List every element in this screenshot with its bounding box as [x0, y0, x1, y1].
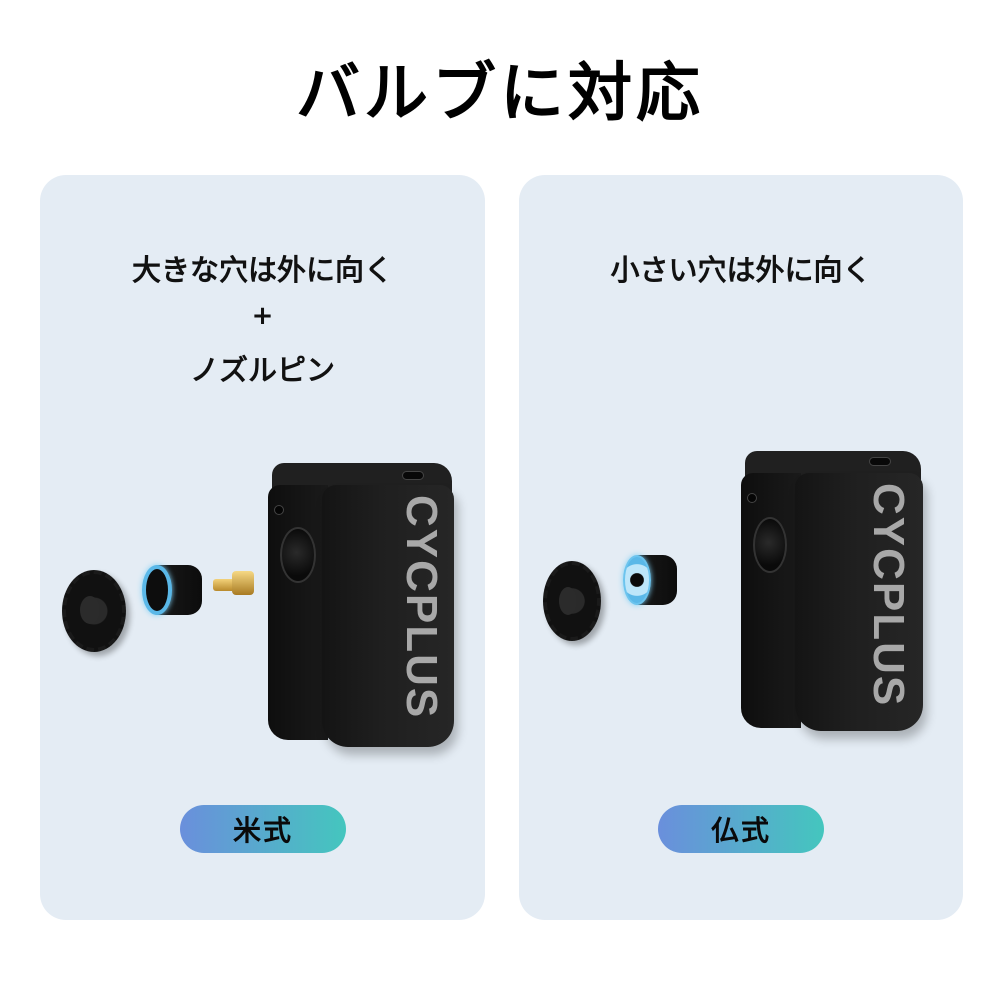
pump-body — [322, 485, 454, 747]
pump-side — [268, 485, 328, 740]
valve-port-icon — [280, 527, 316, 583]
panel-schrader-valve: 大きな穴は外に向く + ノズルピン CYCPLUS 米式 — [40, 175, 485, 920]
pump-body — [795, 473, 923, 731]
product-illustration: CYCPLUS — [40, 455, 485, 755]
caption-line-1: 小さい穴は外に向く — [610, 253, 872, 287]
pinhole-icon — [747, 493, 757, 503]
sleeve-large-hole-ring — [142, 565, 172, 615]
brand-logo: CYCPLUS — [397, 495, 446, 720]
brand-logo: CYCPLUS — [864, 483, 913, 708]
usb-port-icon — [402, 471, 424, 480]
knurled-cap-icon — [62, 570, 126, 652]
cap-hole — [559, 587, 577, 615]
nozzle-pin-head — [232, 571, 254, 595]
caption-line-3: ノズルピン — [189, 353, 335, 387]
cap-hole — [80, 596, 100, 624]
product-illustration: CYCPLUS — [519, 443, 963, 743]
caption-plus: + — [251, 301, 274, 331]
page-title: バルブに対応 — [296, 57, 704, 131]
pump-side — [741, 473, 801, 728]
usb-port-icon — [869, 457, 891, 466]
badge-presta: 仏式 — [658, 805, 824, 853]
caption-line-1: 大きな穴は外に向く — [131, 253, 393, 287]
knurled-cap-icon — [543, 561, 601, 641]
badge-schrader: 米式 — [180, 805, 346, 853]
nozzle-pin-icon — [213, 579, 235, 591]
sleeve-small-hole-face — [623, 555, 651, 605]
pinhole-icon — [274, 505, 284, 515]
panel-presta-valve: 小さい穴は外に向く CYCPLUS 仏式 — [519, 175, 963, 920]
valve-port-icon — [753, 517, 787, 573]
